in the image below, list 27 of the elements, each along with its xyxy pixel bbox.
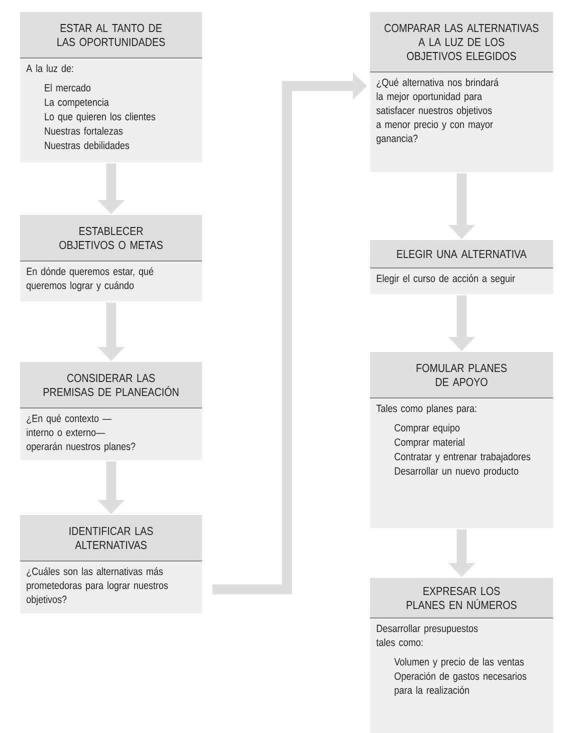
heading-text: ESTAR AL TANTO DE LAS OPORTUNIDADES xyxy=(58,24,165,46)
list-item: El mercado xyxy=(44,84,90,92)
body-text: Elegir el curso de acción a seguir xyxy=(376,274,515,284)
list-item: Desarrollar un nuevo producto xyxy=(394,467,518,477)
list-item: Volumen y precio de las ventas xyxy=(394,658,524,668)
heading-text: COMPARAR LAS ALTERNATIVAS A LA LUZ DE LOS OBJETIVOS ELEGIDOS xyxy=(384,24,538,60)
heading-text: IDENTIFICAR LAS ALTERNATIVAS xyxy=(70,526,153,550)
body-text: Tales como planes para: xyxy=(376,404,476,414)
body-text: ¿Qué alternativa nos brindará la mejor oportunidad para satisfacer nuestros objetivos a menor precio y con mayor ganancia? xyxy=(376,78,499,144)
list-item: Comprar equipo xyxy=(394,424,460,434)
body-text: Desarrollar presupuestos tales como: xyxy=(376,624,478,646)
body-text: ¿Cuáles son las alternativas más prometedoras para lograr nuestros objetivos? xyxy=(26,567,168,606)
body-text: En dónde queremos estar, qué queremos lograr y cuándo xyxy=(26,267,154,292)
list-item: Contratar y entrenar trabajadores xyxy=(394,452,530,462)
list-item: Nuestras debilidades xyxy=(44,141,130,150)
list-item: Nuestras fortalezas xyxy=(44,127,123,135)
heading-text: EXPRESAR LOS PLANES EN NÚMEROS xyxy=(406,586,517,610)
heading-text: ELEGIR UNA ALTERNATIVA xyxy=(397,250,527,258)
body-text: ¿En qué contexto —interno o externo— operarán nuestros planes? xyxy=(26,414,136,452)
list-item: Comprar material xyxy=(394,438,464,448)
list-item: La competencia xyxy=(44,98,109,108)
heading-text: CONSIDERAR LAS PREMISAS DE PLANEACIÓN xyxy=(44,374,178,396)
heading-text: ESTABLECER OBJETIVOS O METAS xyxy=(59,226,163,250)
list-item: Lo que quieren los clientes xyxy=(44,112,156,122)
heading-text: FOMULAR PLANES DE APOYO xyxy=(416,364,507,386)
list-item: Operación de gastos necesarios para la realización xyxy=(394,672,526,696)
body-text: A la luz de: xyxy=(26,64,73,72)
